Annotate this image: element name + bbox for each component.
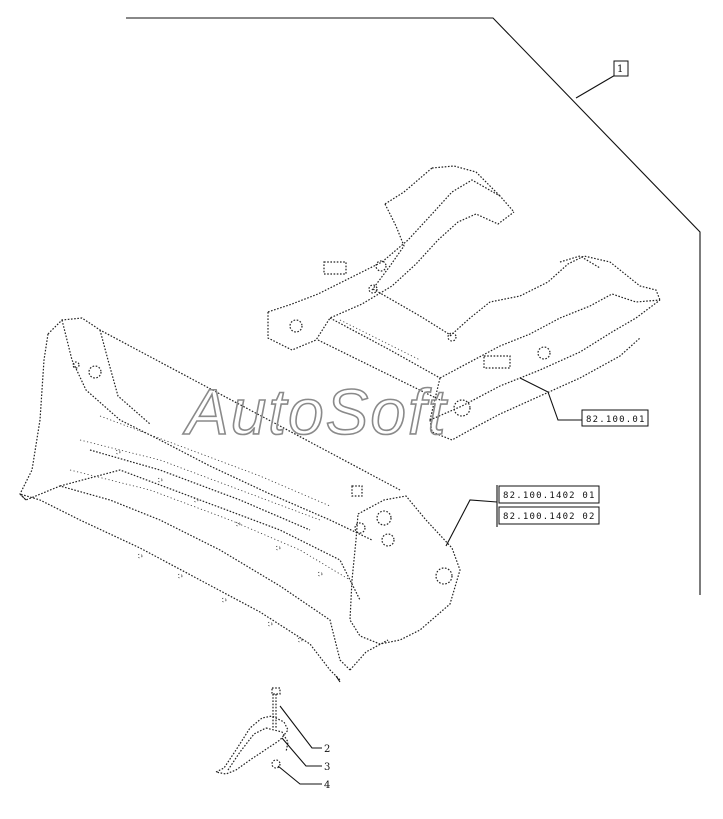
reference-label-frame: 82.100.01 [586, 415, 646, 425]
reference-leader-main [126, 17, 701, 595]
reference-box-1[interactable]: 1 [613, 60, 629, 77]
reference-box-bucket-1[interactable]: 82.100.1402 01 [498, 485, 600, 504]
part-number-2[interactable]: 2 [324, 744, 330, 755]
bucket-drawing [19, 317, 461, 683]
callout-frame [519, 377, 582, 421]
part-leaders [277, 705, 322, 785]
loader-frame-drawing [267, 165, 661, 441]
part-number-3[interactable]: 3 [324, 762, 330, 773]
reference-label-1: 1 [617, 64, 623, 75]
watermark-text: AutoSoft [182, 376, 448, 448]
reference-label-bucket-1: 82.100.1402 01 [503, 491, 596, 501]
callout-bucket [445, 485, 498, 547]
reference-box-frame[interactable]: 82.100.01 [581, 409, 649, 427]
part-number-4[interactable]: 4 [324, 780, 330, 791]
tooth-assembly-drawing [215, 687, 289, 775]
reference-label-bucket-2: 82.100.1402 02 [503, 512, 596, 522]
reference-box-bucket-2[interactable]: 82.100.1402 02 [498, 506, 600, 525]
